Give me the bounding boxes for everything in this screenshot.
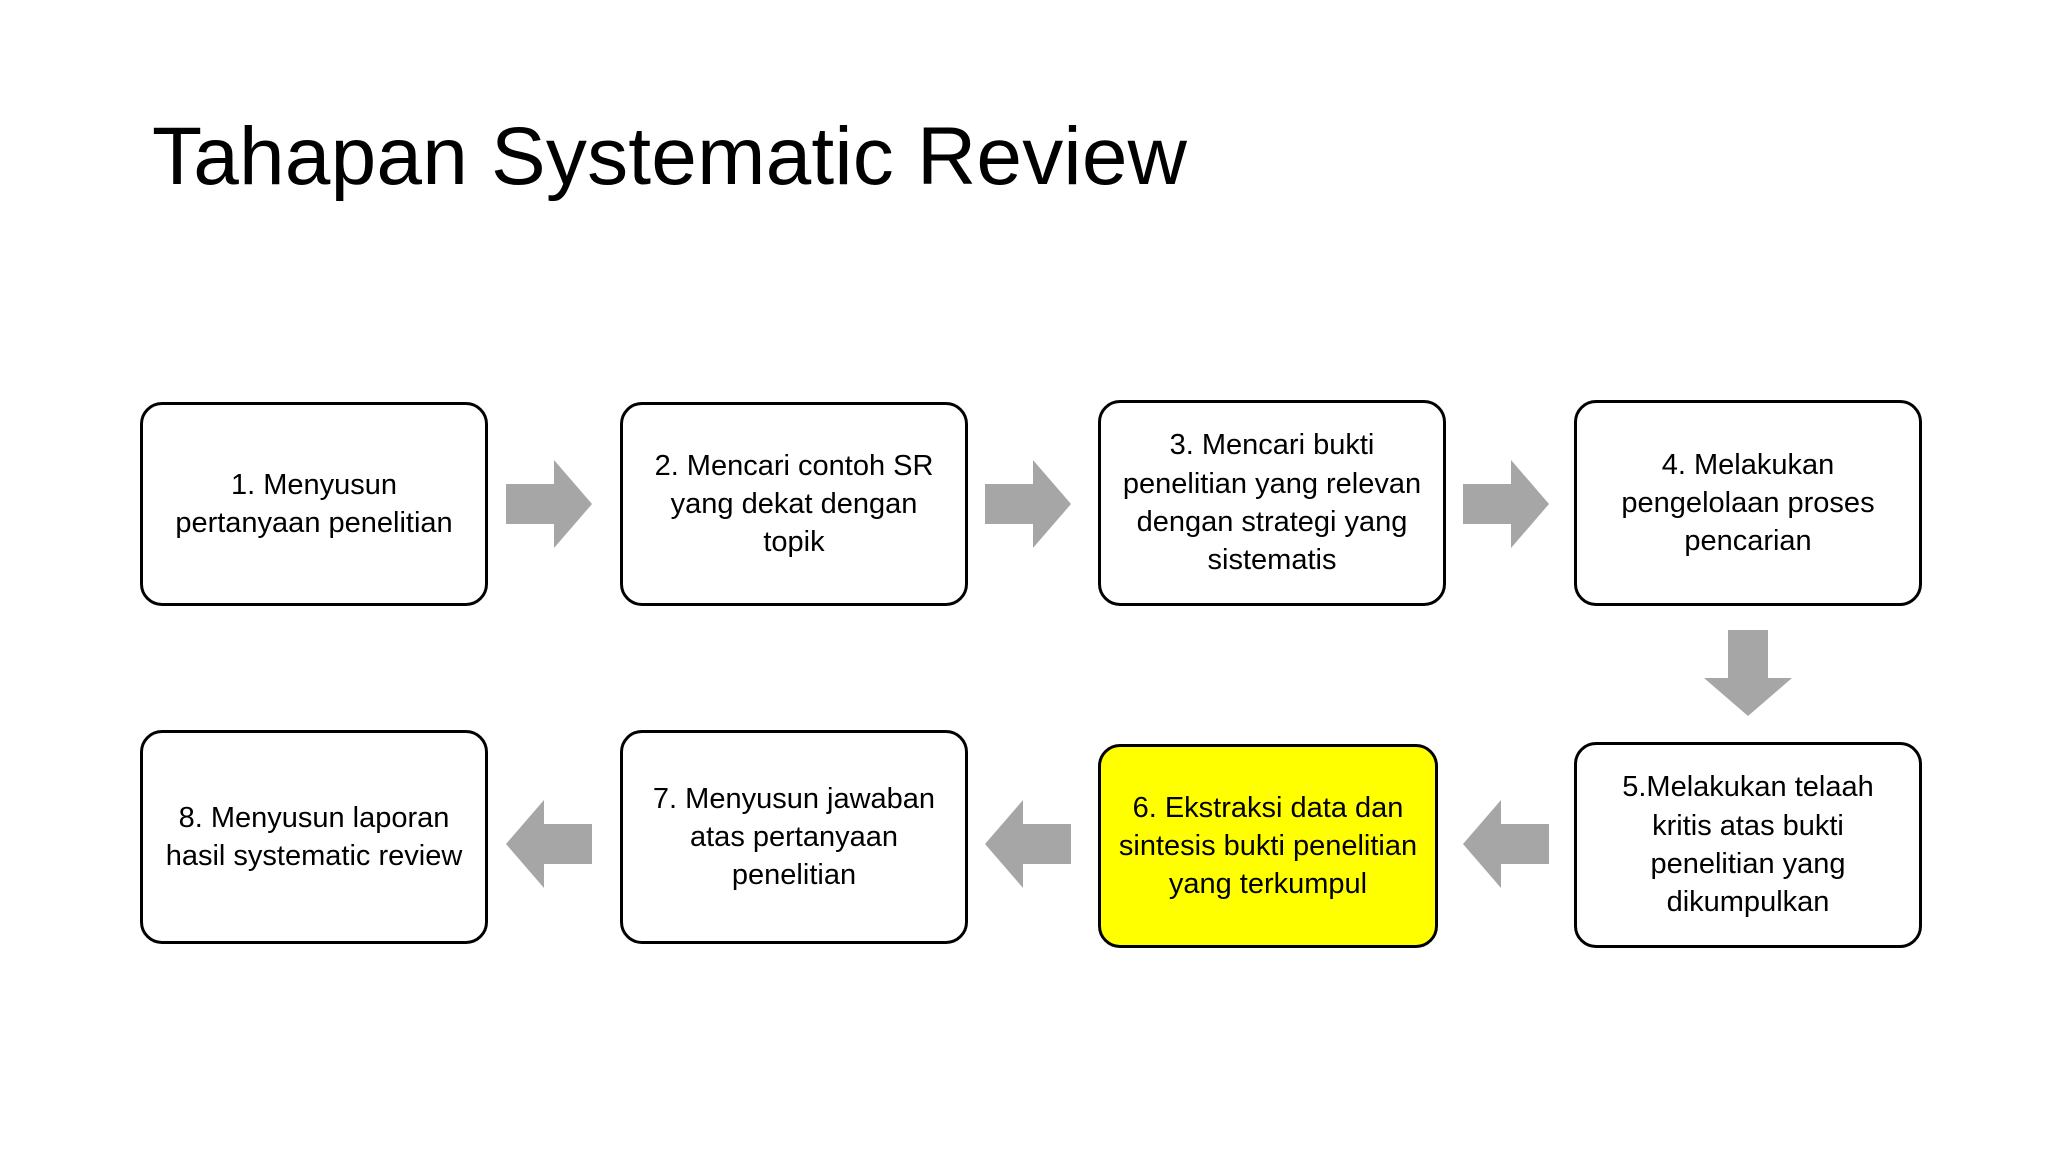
process-box-5[interactable]: 5.Melakukan telaah kritis atas bukti pen… (1574, 742, 1922, 948)
arrow-left-icon (1463, 800, 1549, 888)
process-box-2[interactable]: 2. Mencari contoh SR yang dekat dengan t… (620, 402, 968, 606)
process-box-1[interactable]: 1. Menyusun pertanyaan penelitian (140, 402, 488, 606)
process-box-6-label: 6. Ekstraksi data dan sintesis bukti pen… (1118, 791, 1418, 901)
process-box-3-label: 3. Mencari bukti penelitian yang relevan… (1122, 429, 1422, 577)
process-box-4[interactable]: 4. Melakukan pengelolaan proses pencaria… (1574, 400, 1922, 606)
process-box-5-label: 5.Melakukan telaah kritis atas bukti pen… (1622, 771, 1874, 919)
arrow-right-icon (506, 460, 592, 548)
process-box-7-label: 7. Menyusun jawaban atas pertanyaan pene… (652, 782, 936, 892)
process-box-8-label: 8. Menyusun laporan hasil systematic rev… (165, 801, 463, 872)
arrow-right-icon (985, 460, 1071, 548)
arrow-down-icon (1704, 630, 1792, 716)
arrow-right-icon (1463, 460, 1549, 548)
process-box-1-label: 1. Menyusun pertanyaan penelitian (175, 468, 453, 539)
process-box-2-label: 2. Mencari contoh SR yang dekat dengan t… (654, 449, 934, 559)
arrow-left-icon (985, 800, 1071, 888)
process-box-6[interactable]: 6. Ekstraksi data dan sintesis bukti pen… (1098, 744, 1438, 948)
process-box-3[interactable]: 3. Mencari bukti penelitian yang relevan… (1098, 400, 1446, 606)
process-box-4-label: 4. Melakukan pengelolaan proses pencaria… (1621, 448, 1875, 558)
page-title: Tahapan Systematic Review (152, 111, 1188, 202)
arrow-left-icon (506, 800, 592, 888)
process-box-8[interactable]: 8. Menyusun laporan hasil systematic rev… (140, 730, 488, 944)
process-box-7[interactable]: 7. Menyusun jawaban atas pertanyaan pene… (620, 730, 968, 944)
